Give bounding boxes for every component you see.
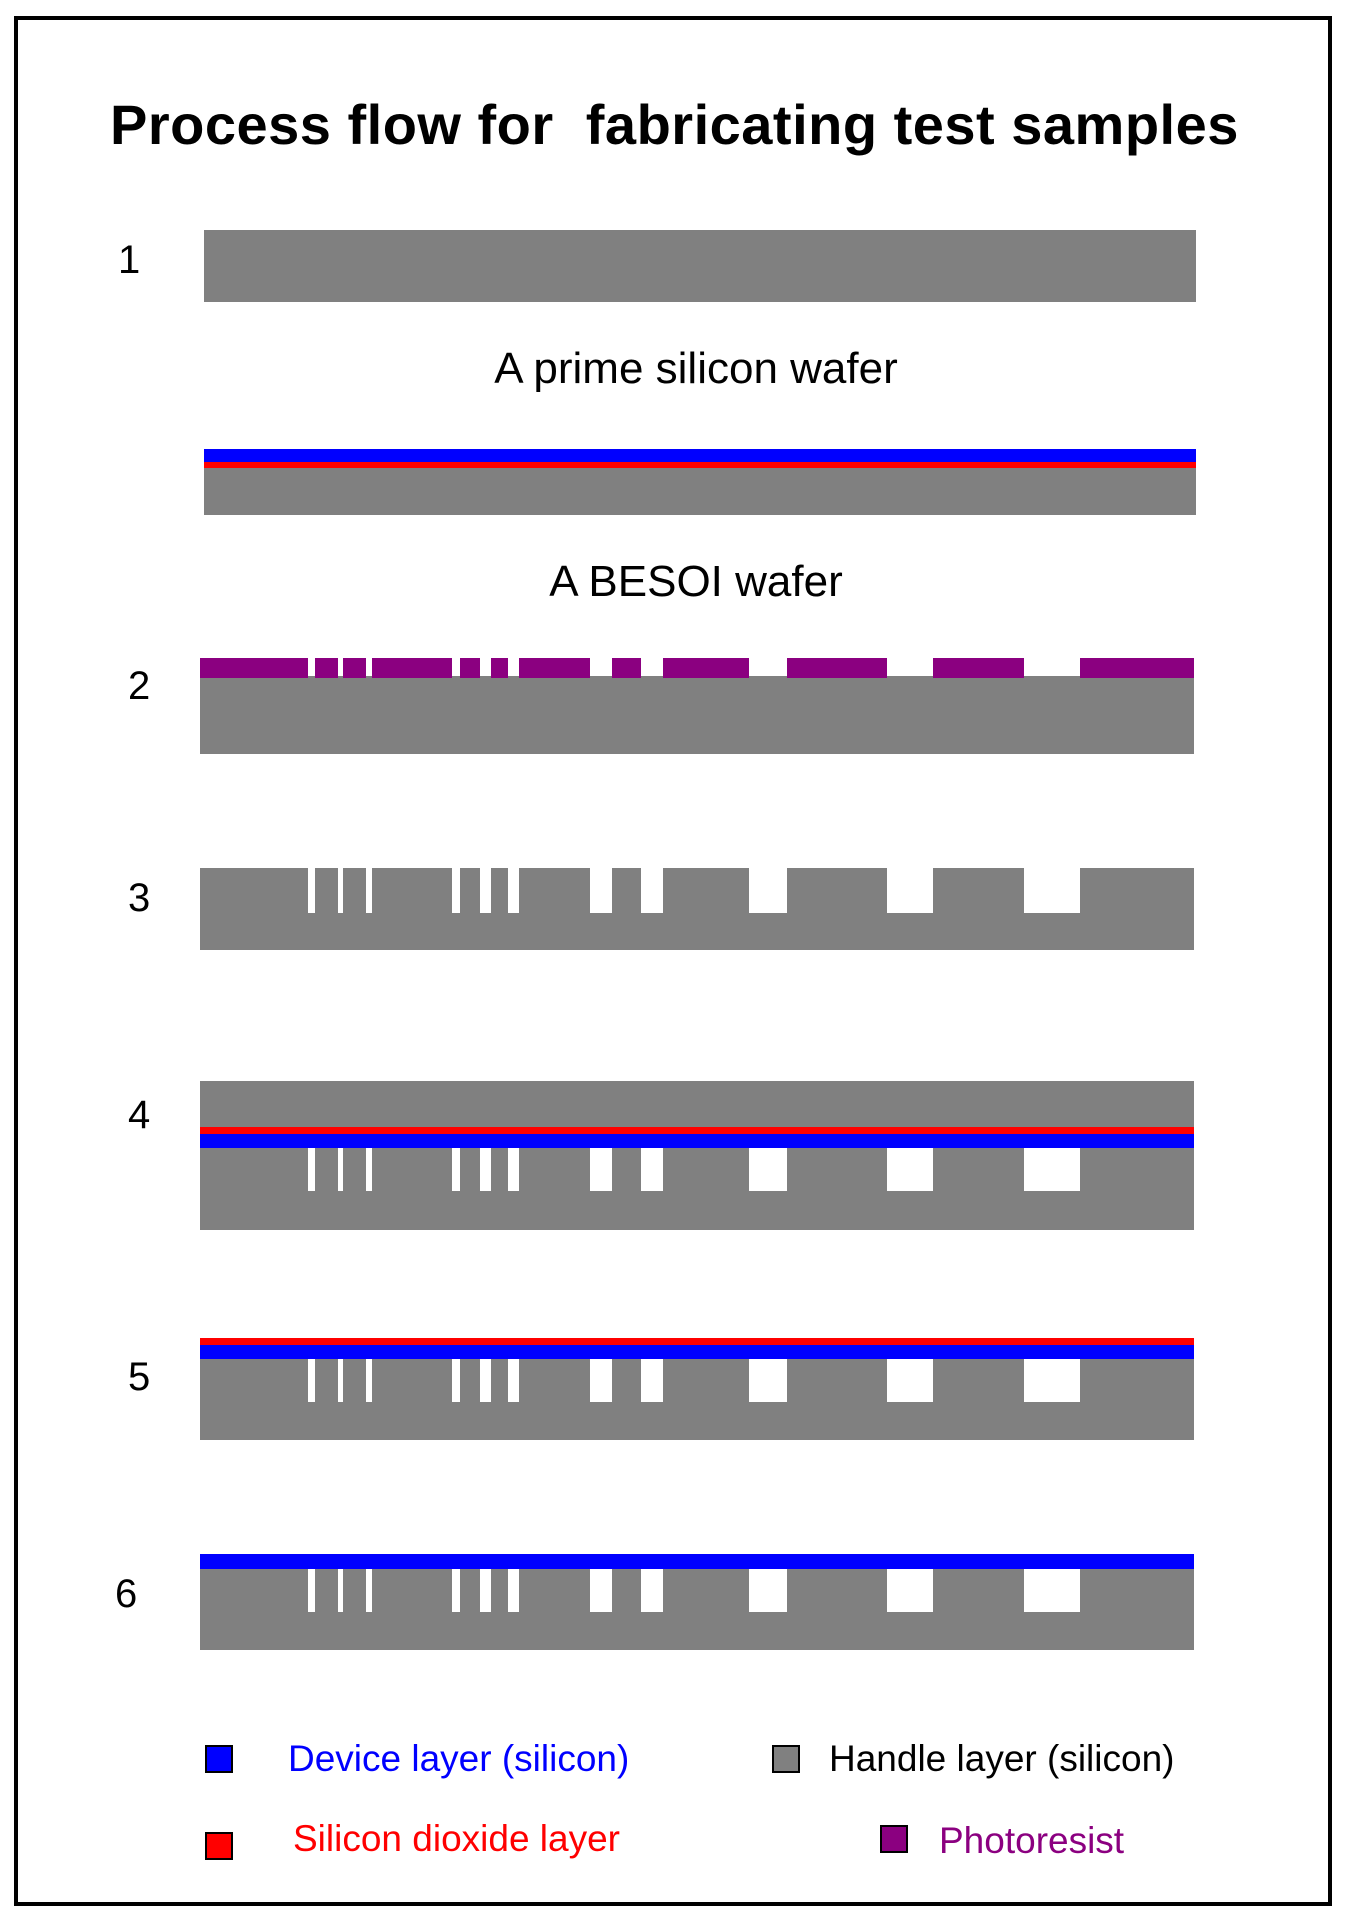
photoresist-segment bbox=[343, 658, 366, 678]
besoi-device-layer bbox=[204, 449, 1196, 462]
buried-cavity bbox=[508, 1359, 519, 1402]
step-number-6: 6 bbox=[115, 1572, 138, 1616]
buried-cavity bbox=[887, 1569, 933, 1612]
trench bbox=[887, 868, 933, 913]
buried-cavity bbox=[887, 1148, 933, 1191]
buried-cavity bbox=[452, 1148, 460, 1191]
buried-cavity bbox=[338, 1359, 343, 1402]
photoresist-segment bbox=[519, 658, 590, 678]
buried-cavity bbox=[452, 1569, 460, 1612]
buried-cavity bbox=[508, 1569, 519, 1612]
trench bbox=[308, 868, 315, 913]
caption-prime-wafer: A prime silicon wafer bbox=[494, 344, 898, 393]
trench bbox=[480, 868, 491, 913]
buried-cavity bbox=[749, 1359, 787, 1402]
photoresist-segment bbox=[372, 658, 452, 678]
buried-cavity bbox=[308, 1148, 315, 1191]
buried-cavity bbox=[480, 1569, 491, 1612]
buried-cavity bbox=[641, 1359, 663, 1402]
step5-handle-removed bbox=[200, 1338, 1194, 1440]
buried-cavity bbox=[480, 1148, 491, 1191]
photoresist-segment bbox=[491, 658, 508, 678]
legend-label-device: Device layer (silicon) bbox=[288, 1738, 630, 1779]
buried-cavity bbox=[1024, 1569, 1080, 1612]
step4-top-handle bbox=[200, 1081, 1194, 1127]
photoresist-segment bbox=[200, 658, 308, 678]
buried-cavity bbox=[1024, 1359, 1080, 1402]
buried-cavity bbox=[508, 1148, 519, 1191]
trench bbox=[641, 868, 663, 913]
legend-swatch-oxide bbox=[205, 1832, 233, 1860]
buried-cavity bbox=[366, 1359, 372, 1402]
buried-cavity bbox=[338, 1569, 343, 1612]
trench bbox=[749, 868, 787, 913]
step-number-1: 1 bbox=[118, 238, 141, 282]
legend-swatch-handle bbox=[772, 1745, 800, 1773]
buried-cavity bbox=[452, 1359, 460, 1402]
buried-cavity bbox=[749, 1148, 787, 1191]
photoresist-segment bbox=[460, 658, 480, 678]
step4-bonded-stack bbox=[200, 1081, 1194, 1230]
trench bbox=[338, 868, 343, 913]
legend-swatch-device bbox=[205, 1745, 233, 1773]
buried-cavity bbox=[366, 1569, 372, 1612]
photoresist-segment bbox=[663, 658, 749, 678]
besoi-wafer bbox=[204, 449, 1196, 515]
buried-cavity bbox=[366, 1148, 372, 1191]
legend-label-photoresist: Photoresist bbox=[939, 1820, 1125, 1861]
photoresist-segment bbox=[612, 658, 641, 678]
buried-cavity bbox=[1024, 1148, 1080, 1191]
prime-wafer-handle bbox=[204, 230, 1196, 302]
legend-label-handle: Handle layer (silicon) bbox=[829, 1738, 1175, 1779]
photoresist-segment bbox=[1080, 658, 1194, 678]
caption-besoi-wafer: A BESOI wafer bbox=[549, 557, 843, 606]
buried-cavity bbox=[641, 1569, 663, 1612]
trench bbox=[590, 868, 612, 913]
step-number-5: 5 bbox=[128, 1355, 151, 1399]
buried-cavity bbox=[590, 1569, 612, 1612]
step-number-2: 2 bbox=[128, 664, 151, 708]
step2-handle bbox=[200, 676, 1194, 754]
step4-device bbox=[200, 1134, 1194, 1148]
step4-oxide bbox=[200, 1127, 1194, 1134]
trench bbox=[452, 868, 460, 913]
step6-device bbox=[200, 1554, 1194, 1569]
buried-cavity bbox=[641, 1148, 663, 1191]
buried-cavity bbox=[480, 1359, 491, 1402]
buried-cavity bbox=[590, 1359, 612, 1402]
photoresist-segment bbox=[933, 658, 1024, 678]
step2-patterned-wafer bbox=[200, 658, 1194, 754]
buried-cavity bbox=[338, 1148, 343, 1191]
step3-etched-wafer bbox=[200, 868, 1194, 950]
step5-device bbox=[200, 1345, 1194, 1359]
photoresist-segment bbox=[787, 658, 887, 678]
diagram-frame bbox=[14, 16, 1332, 1906]
besoi-oxide-layer bbox=[204, 462, 1196, 468]
buried-cavity bbox=[590, 1148, 612, 1191]
buried-cavity bbox=[308, 1569, 315, 1612]
trench bbox=[508, 868, 519, 913]
buried-cavity bbox=[749, 1569, 787, 1612]
buried-cavity bbox=[308, 1359, 315, 1402]
photoresist-segment bbox=[315, 658, 338, 678]
besoi-handle-layer bbox=[204, 468, 1196, 515]
buried-cavity bbox=[887, 1359, 933, 1402]
trench bbox=[366, 868, 372, 913]
diagram-title: Process flow for fabricating test sample… bbox=[110, 93, 1239, 156]
trench bbox=[1024, 868, 1080, 913]
legend-label-oxide: Silicon dioxide layer bbox=[293, 1818, 621, 1859]
step6-final-sample bbox=[200, 1554, 1194, 1650]
step-number-3: 3 bbox=[128, 876, 151, 920]
legend-swatch-photoresist bbox=[880, 1825, 908, 1853]
step-number-4: 4 bbox=[128, 1093, 151, 1137]
step5-oxide bbox=[200, 1338, 1194, 1345]
